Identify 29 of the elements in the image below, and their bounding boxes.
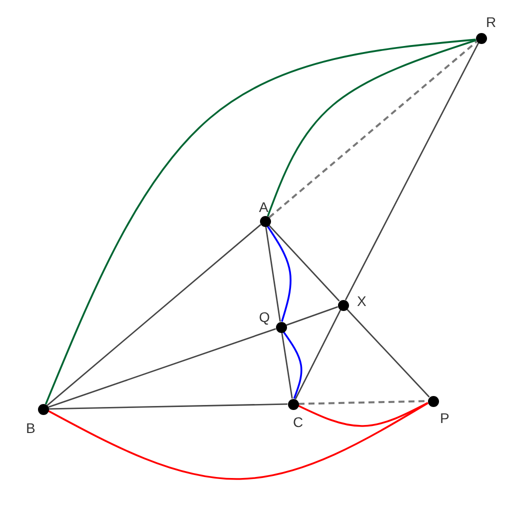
point-label: P xyxy=(440,411,450,425)
point-dot xyxy=(288,398,298,410)
curved-line xyxy=(282,331,302,399)
line-segment xyxy=(294,310,342,400)
line-segment xyxy=(346,308,430,398)
point-dot xyxy=(260,216,270,226)
point-dot xyxy=(338,300,348,310)
point-label: B xyxy=(26,421,36,435)
curved-line xyxy=(298,402,428,427)
line-segment xyxy=(344,42,480,300)
point-label: R xyxy=(486,15,496,29)
point-dot xyxy=(38,404,48,414)
point-label: C xyxy=(293,415,304,429)
point-label: A xyxy=(259,200,268,214)
curved-line xyxy=(44,38,476,405)
curved-line xyxy=(266,225,292,322)
line-segment xyxy=(46,224,262,406)
point-dot xyxy=(428,396,438,406)
line-segment xyxy=(48,328,276,408)
line-segment xyxy=(265,226,281,322)
line-segment xyxy=(286,306,338,326)
line-segment xyxy=(268,224,340,302)
curved-line xyxy=(48,402,428,480)
point-dot xyxy=(476,32,486,44)
point-label: X xyxy=(357,294,366,308)
point-dot xyxy=(276,322,286,332)
line-segment xyxy=(281,332,293,399)
point-label: Q xyxy=(259,310,270,324)
line-segment xyxy=(48,403,288,410)
